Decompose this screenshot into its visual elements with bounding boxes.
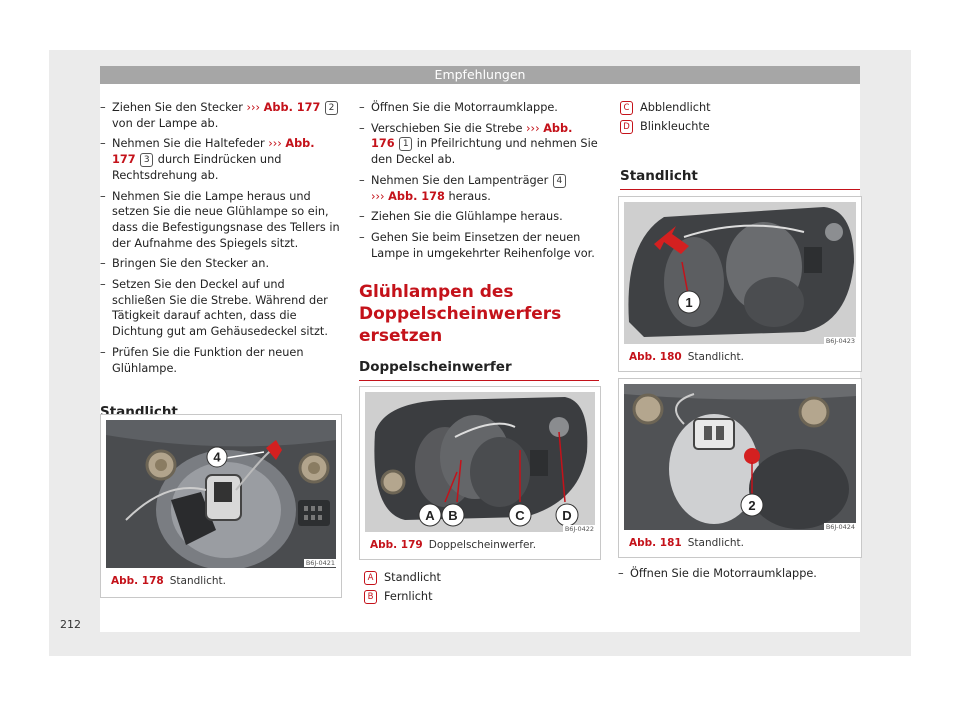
list-item: –Verschieben Sie die Strebe ››› Abb. 176…	[359, 121, 598, 167]
callout-label-b: B	[448, 508, 457, 523]
list-item: –Bringen Sie den Stecker an.	[100, 257, 270, 271]
image-code: B6J-0422	[562, 525, 596, 533]
callout-label: 2	[748, 498, 755, 513]
list-item: –Setzen Sie den Deckel auf und schließen…	[100, 278, 328, 339]
list-item: –Öffnen Sie die Motorraumklappe.	[618, 567, 817, 580]
section-heading-doppelscheinwerfer: Doppelscheinwerfer	[359, 359, 599, 382]
headlight-photo-178: 4	[106, 420, 336, 568]
page-number: 212	[60, 618, 81, 631]
page-header: Empfehlungen	[100, 66, 860, 84]
callout-number: 4	[552, 173, 566, 188]
figure-reference[interactable]: Abb. 176	[371, 121, 573, 151]
section-heading-standlicht-2: Standlicht	[620, 168, 860, 190]
list-item: –Nehmen Sie die Haltefeder ››› Abb. 177 …	[100, 137, 315, 182]
list-item: –Ziehen Sie die Glühlampe heraus.	[359, 210, 563, 224]
list-item: –Gehen Sie beim Einsetzen der neuen Lam­…	[359, 230, 595, 260]
headlight-photo-180: 1	[624, 202, 856, 344]
list-item: –Öffnen Sie die Motorraumklappe.	[359, 101, 558, 114]
callout-label-a: A	[425, 508, 435, 523]
left-column: –Ziehen Sie den Stecker ››› Abb. 177 2 v…	[100, 100, 340, 427]
headlight-photo-179: A B C D	[365, 392, 595, 532]
figure-reference[interactable]: Abb. 177	[263, 101, 321, 114]
list-item: –Nehmen Sie die Lampe heraus und setzen …	[100, 189, 340, 250]
callout-label-c: C	[515, 508, 525, 523]
middle-column: –Öffnen Sie die Motorraumklappe. –Versch…	[359, 100, 599, 382]
image-code: B6J-0424	[823, 523, 857, 531]
callout-number: 3	[140, 153, 154, 168]
image-code: B6J-0423	[823, 337, 857, 345]
manual-page: –Ziehen Sie den Stecker ››› Abb. 177 2 v…	[100, 84, 862, 632]
chapter-heading: Glühlampen des Doppelscheinwerfers erset…	[359, 282, 562, 347]
instruction-list: –Ziehen Sie den Stecker ››› Abb. 177 2 v…	[100, 100, 340, 376]
image-code: B6J-0421	[303, 559, 337, 567]
list-item: –Nehmen Sie den Lampenträger 4››› Abb. 1…	[359, 173, 599, 204]
figure-reference[interactable]: Abb. 177	[112, 137, 315, 167]
instruction-list: –Öffnen Sie die Motorraumklappe. –Versch…	[359, 100, 599, 261]
instruction-list: –Öffnen Sie die Motorraumklappe.	[618, 566, 860, 587]
callout-label-d: D	[562, 508, 571, 523]
callout-number: 2	[324, 101, 338, 115]
figure-reference[interactable]: Abb. 178	[388, 189, 445, 203]
callout-label: 1	[685, 295, 692, 310]
list-item: –Ziehen Sie den Stecker ››› Abb. 177 2 v…	[100, 100, 340, 131]
list-item: –Prüfen Sie die Funktion der neuen Glühl…	[100, 345, 304, 375]
callout-label: 4	[213, 450, 221, 465]
headlight-photo-181: 2	[624, 384, 856, 530]
callout-number: 1	[399, 137, 413, 152]
